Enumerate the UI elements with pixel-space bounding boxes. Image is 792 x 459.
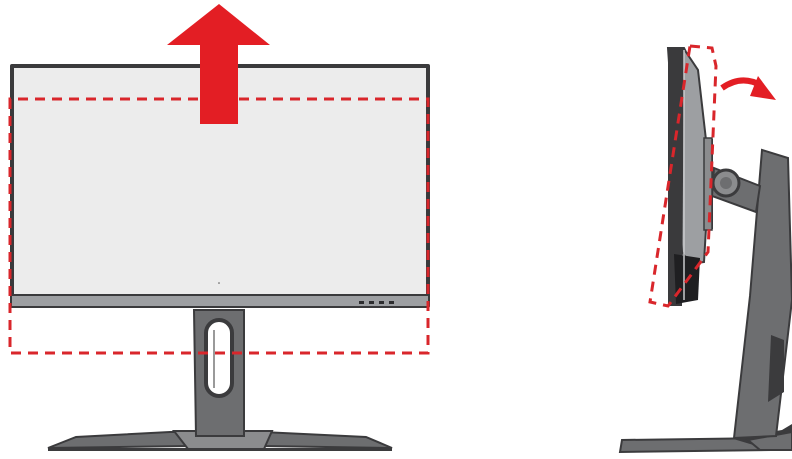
side-stand-column [732, 148, 792, 440]
raised-position-outline [8, 97, 430, 355]
power-indicator [218, 282, 220, 284]
control-buttons [359, 301, 394, 304]
monitor-side [666, 47, 713, 306]
cable-hole [204, 318, 234, 398]
tilt-curved-arrow [720, 76, 776, 100]
front-view [8, 4, 430, 451]
stand-neck [192, 309, 245, 437]
height-adjust-up-arrow [167, 4, 270, 124]
side-view [618, 44, 792, 454]
tilted-position-outline [648, 44, 718, 308]
bottom-bezel [12, 294, 428, 306]
side-stand-arm [710, 166, 762, 214]
